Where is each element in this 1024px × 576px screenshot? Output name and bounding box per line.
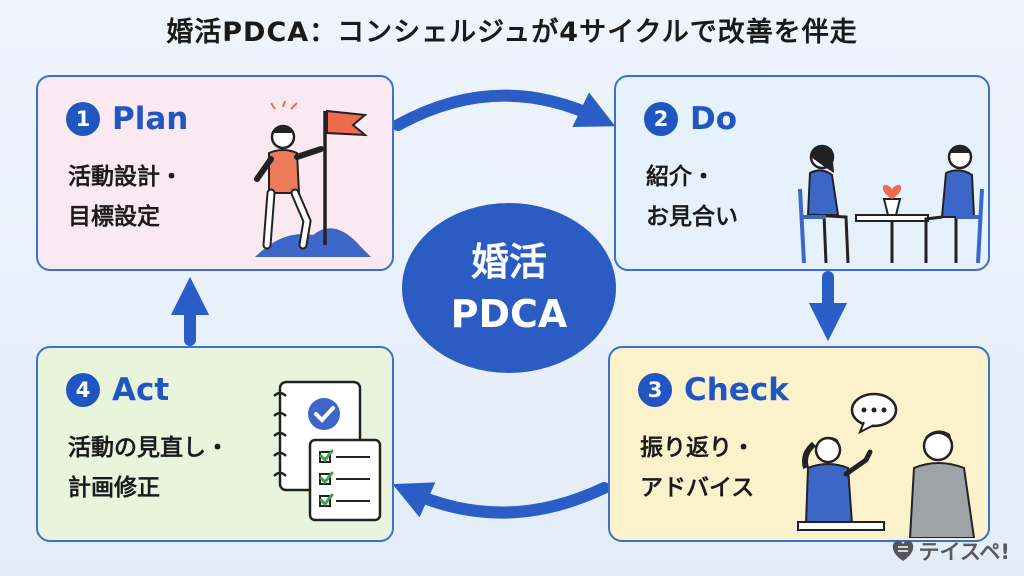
heart-logo-icon [892,540,913,561]
page-title: 婚活PDCA：コンシェルジュが4サイクルで改善を伴走 [166,17,858,48]
step-description: 振り返り・ アドバイス [640,428,755,508]
arrow-plan-to-do [392,89,616,131]
step-header: 1 Plan [66,101,188,137]
arrow-check-to-act [392,482,610,519]
step-number-badge: 3 [638,373,672,407]
center-label-line: 婚活 [470,240,547,284]
step-number-badge: 2 [644,102,678,136]
step-card-act: 4 Act 活動の見直し・ 計画修正 [36,346,394,542]
step-number-badge: 4 [66,373,100,407]
checklist-notebook-icon [273,380,382,522]
step-card-plan: 1 Plan 活動設計・ 目標設定 [36,75,394,271]
step-description-line: 紹介・ [646,164,715,190]
step-header: 4 Act [66,372,169,408]
climber-with-flag-icon [254,100,371,257]
center-cycle-label: 婚活 PDCA [402,203,616,373]
step-description-line: 計画修正 [68,475,160,501]
step-description-line: 目標設定 [68,204,160,230]
center-label-line: PDCA [450,292,568,336]
step-description-line: お見合い [646,204,738,230]
step-description-line: 振り返り・ [640,435,755,461]
step-header: 2 Do [644,101,737,137]
step-name: Do [690,101,738,137]
step-name: Plan [112,101,189,137]
step-description: 活動の見直し・ 計画修正 [68,428,229,508]
step-name: Act [112,372,170,408]
couple-at-cafe-table-icon [798,144,984,264]
step-card-check: 3 Check 振り返り・ アドバイス [608,346,990,542]
step-number-badge: 1 [66,102,100,136]
advisor-consultation-icon [797,392,976,538]
step-card-do: 2 Do 紹介・ お見合い [614,75,990,271]
step-description: 紹介・ お見合い [646,157,738,237]
step-description-line: アドバイス [640,475,755,501]
step-description-line: 活動の見直し・ [68,435,229,461]
step-description: 活動設計・ 目標設定 [68,157,183,237]
step-header: 3 Check [638,372,789,408]
step-description-line: 活動設計・ [68,164,183,190]
brand-logo: テイスペ! [890,536,1010,566]
logo-text: テイスペ! [918,540,1010,564]
step-name: Check [684,372,789,408]
